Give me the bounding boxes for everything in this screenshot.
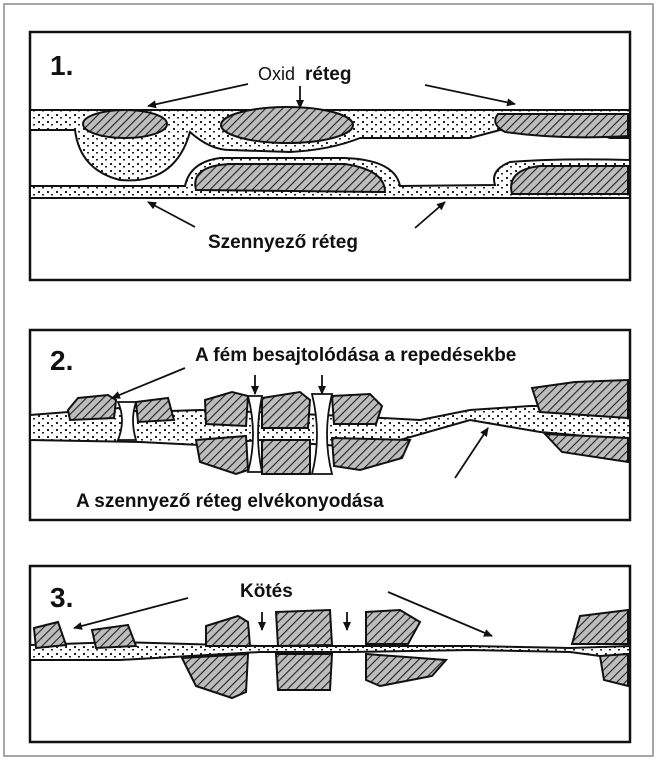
p3-upper-block-4	[276, 610, 332, 646]
panel-2: 2. A fém besajtolódása a repedésekbe A s…	[30, 330, 630, 520]
p2-upper-block-6	[532, 380, 628, 418]
p3-upper-block-6	[572, 610, 628, 644]
p3-upper-block-2	[92, 625, 136, 648]
oxide-island-4	[195, 164, 385, 192]
extrusion-label: A fém besajtolódása a repedésekbe	[195, 345, 516, 366]
bond-label: Kötés	[240, 581, 293, 602]
p2-upper-block-2	[136, 398, 174, 422]
oxide-island-5	[511, 166, 628, 194]
thinning-label: A szennyező réteg elvékonyodása	[76, 491, 384, 512]
p3-lower-block-2	[276, 654, 332, 690]
oxide-island-2	[221, 107, 353, 143]
panel-3: 3. Kötés	[30, 566, 630, 742]
panel-1: 1. Oxid réteg Szennyező réteg	[30, 32, 630, 280]
p2-lower-block-2	[262, 440, 310, 474]
contaminant-label: Szennyező réteg	[208, 232, 358, 253]
panel-1-number: 1.	[50, 50, 73, 81]
oxide-island-3	[495, 114, 628, 137]
oxide-island-1	[83, 110, 167, 138]
oxide-label-prefix: Oxid	[258, 64, 295, 84]
panel-2-number: 2.	[50, 345, 73, 376]
p2-upper-block-5	[332, 394, 382, 424]
p2-upper-block-3	[205, 392, 248, 426]
p2-upper-block-4	[262, 392, 310, 428]
panel-3-number: 3.	[50, 582, 73, 613]
oxide-label-suffix: réteg	[305, 64, 351, 85]
